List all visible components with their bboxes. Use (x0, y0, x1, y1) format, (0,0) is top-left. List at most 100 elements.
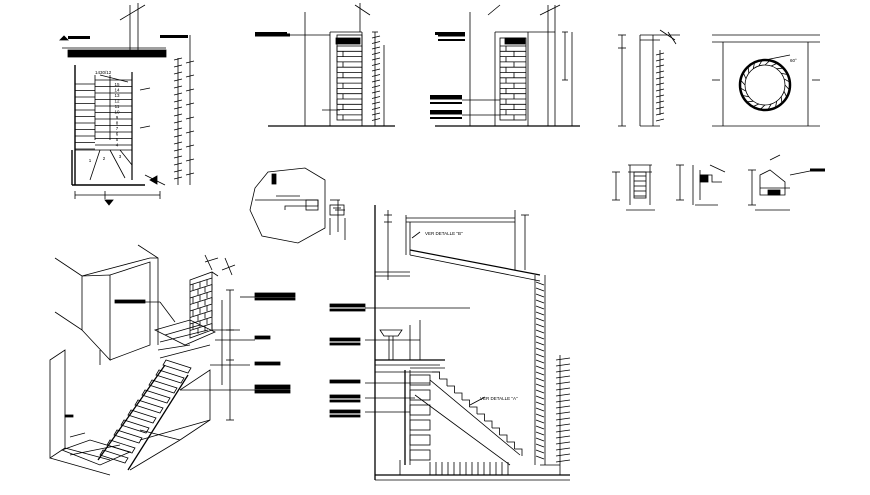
dimension-tick (371, 96, 381, 99)
circle-hatch-line (759, 104, 766, 110)
iso-label-bar-5 (114, 299, 146, 304)
plan-label-bar-2 (160, 35, 188, 38)
plan-step-number: 8 (116, 121, 119, 126)
dimension-tick (173, 120, 183, 124)
dimension-tick (555, 375, 571, 379)
dimension-tick (173, 71, 183, 75)
elev2-label-bar-1 (435, 32, 465, 35)
small-detail-2 (676, 164, 726, 206)
dimension-tick (185, 144, 195, 148)
circle-hatch-line (742, 94, 749, 98)
iso-label-bar-4 (254, 384, 291, 390)
circle-hatch-line (776, 67, 784, 70)
circle-angle-label: 60° (790, 58, 797, 63)
dimension-tick (371, 35, 381, 39)
dimension-tick (371, 63, 381, 66)
section-step (454, 392, 463, 400)
plan-step-number: 3 (119, 154, 122, 159)
circle-hatch-line (784, 84, 790, 91)
plan-step-number: 2 (103, 156, 106, 161)
section-step (477, 413, 485, 421)
section-label-bar-4b (329, 399, 361, 403)
circle-hatch-line (739, 87, 747, 92)
circle-hatch-line (774, 101, 778, 108)
section-label-bar-3 (329, 379, 361, 384)
wall-hatch (535, 287, 545, 292)
section-step-block (409, 419, 431, 431)
dimension-tick (371, 85, 381, 88)
dimension-tick (555, 423, 571, 427)
circle-hatch-line (742, 72, 747, 79)
small-detail-1 (612, 164, 655, 211)
circle-hatch-line (783, 91, 788, 98)
small-detail-3 (748, 154, 825, 211)
plan-dimension-ticks (173, 57, 195, 180)
elevation-view-2 (430, 4, 580, 127)
dimension-tick (185, 74, 195, 78)
dimension-tick (173, 169, 183, 173)
plan-label-bar-1 (68, 36, 90, 39)
iso-tread (155, 369, 185, 384)
section-step (432, 371, 440, 379)
dimension-tick (555, 441, 571, 445)
iso-tread (99, 449, 129, 464)
dimension-tick (185, 88, 195, 92)
plan-step-number: 9 (116, 115, 119, 120)
section-step (469, 406, 478, 414)
dimension-tick (185, 172, 195, 176)
iso-tread (162, 359, 192, 374)
dimension-tick (371, 52, 381, 55)
circle-hatch-line (740, 79, 746, 86)
elevation-2-stair (499, 37, 527, 121)
iso-tread (134, 399, 164, 414)
dimension-tick (173, 141, 183, 145)
wall-hatch (535, 311, 545, 316)
wall-hatch (535, 299, 545, 304)
circle-hatch-line (780, 96, 783, 104)
dimension-tick (555, 357, 571, 361)
building-section-view (365, 205, 571, 481)
iso-label-bar-1 (254, 292, 296, 298)
dimension-tick (173, 127, 183, 131)
dimension-tick (173, 57, 183, 61)
dimension-tick (185, 116, 195, 120)
section-label-bar-1 (329, 303, 366, 308)
narrow-section-view (618, 29, 680, 127)
section-step-block (409, 449, 431, 461)
iso-tread (120, 419, 150, 434)
dimension-tick (555, 369, 571, 373)
dimension-tick (371, 107, 381, 110)
wall-hatch (535, 401, 545, 406)
dimension-tick (555, 417, 571, 421)
dimension-tick (185, 102, 195, 106)
wall-hatch (535, 329, 545, 334)
detail-b-label: VER DETALLE "B" (425, 231, 463, 236)
dimension-tick (185, 60, 195, 64)
section-label-bar-2 (329, 337, 361, 342)
dimension-tick (173, 134, 183, 138)
circle-hatch-line (752, 103, 759, 108)
dimension-tick (173, 162, 183, 166)
plan-step-number: 1 (89, 158, 92, 163)
iso-tread (127, 409, 157, 424)
brick-course (189, 277, 213, 286)
wall-hatch (535, 419, 545, 424)
section-label-bar-5b (329, 414, 361, 418)
dimension-tick (173, 64, 183, 68)
dimension-tick (371, 46, 381, 50)
section-step (499, 434, 508, 442)
section-step-block (409, 434, 431, 446)
plan-step-number: 10 (114, 110, 120, 115)
plan-dimension-label: 1430/12 (95, 70, 112, 75)
section-step (484, 420, 493, 428)
elev2-label-bar-2 (430, 95, 462, 99)
plan-step-number: 7 (116, 126, 119, 131)
brick-course (189, 290, 213, 299)
iso-label-bar-6 (64, 414, 74, 418)
dimension-tick (371, 74, 381, 77)
wall-hatch (535, 431, 545, 436)
stair-plan-view (59, 3, 195, 206)
dimension-tick (173, 106, 183, 110)
elevation-view-1 (255, 3, 395, 127)
